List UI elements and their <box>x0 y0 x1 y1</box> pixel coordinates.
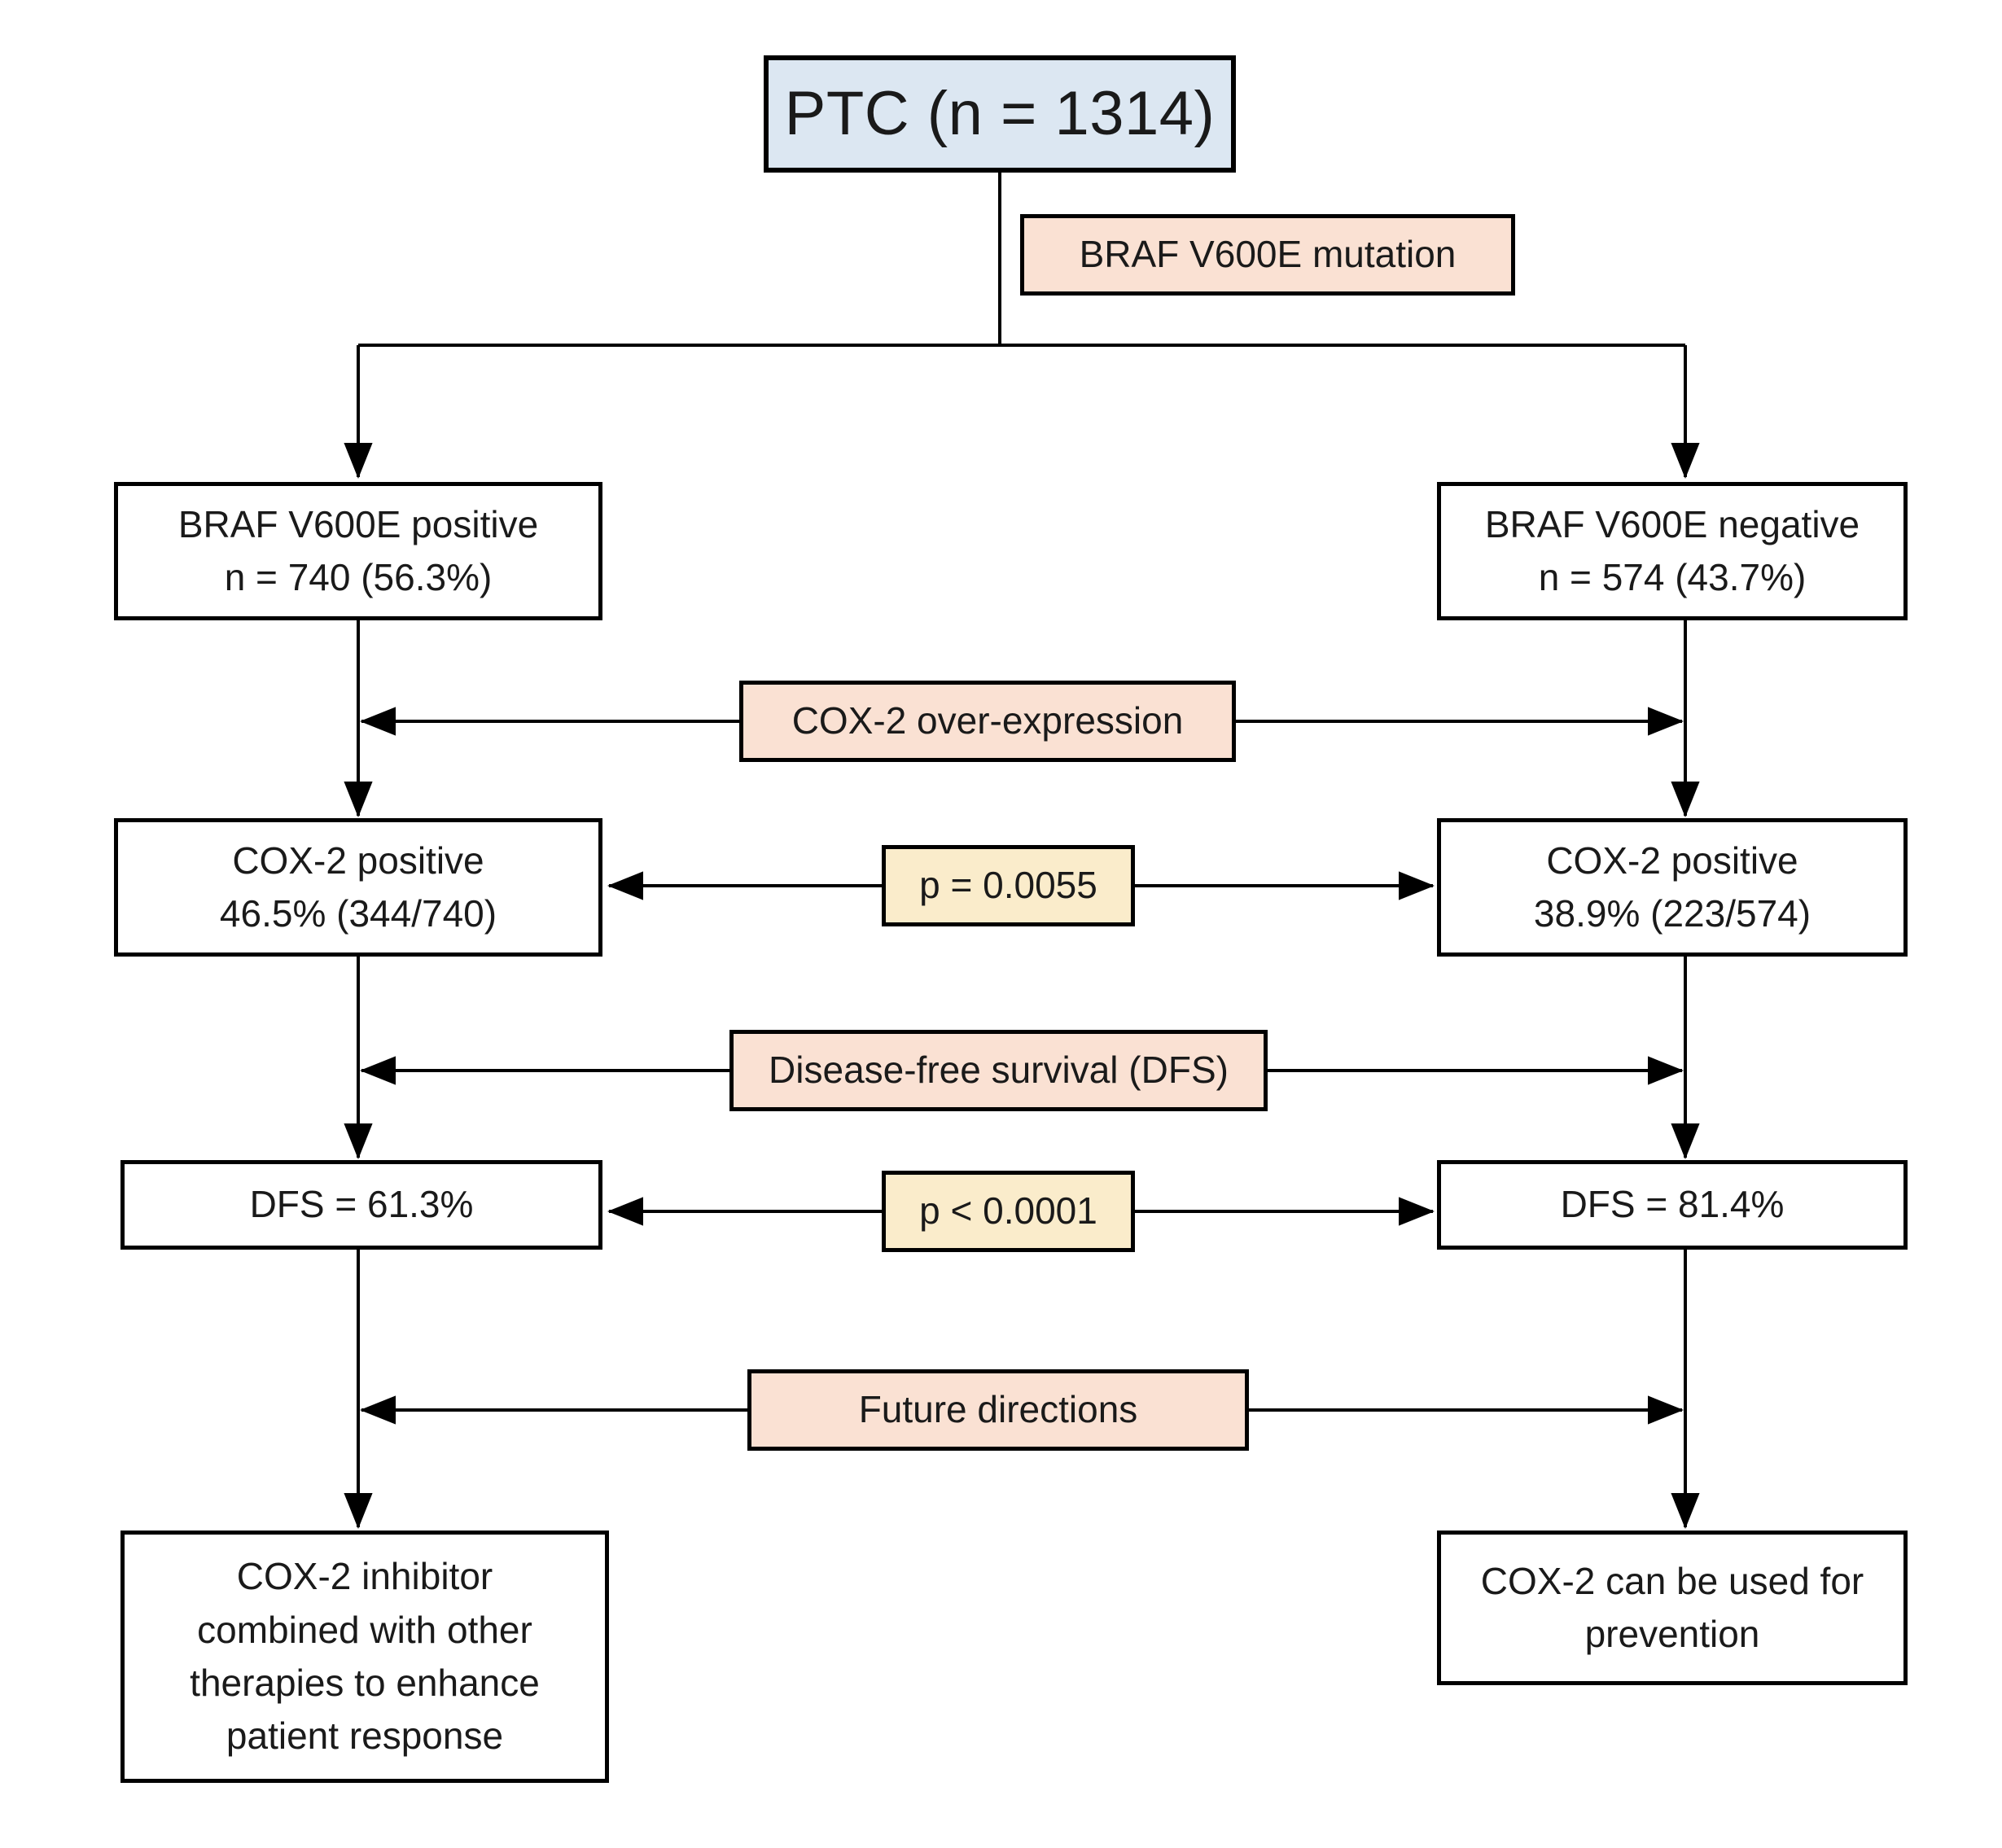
band-braf-mutation[interactable]: BRAF V600E mutation <box>1020 214 1515 296</box>
node-braf-positive[interactable]: BRAF V600E positive n = 740 (56.3%) <box>114 482 602 620</box>
node-braf-negative[interactable]: BRAF V600E negative n = 574 (43.7%) <box>1437 482 1908 620</box>
node-future-left-label: COX-2 inhibitor combined with other ther… <box>190 1555 540 1758</box>
band-braf-mutation-label: BRAF V600E mutation <box>1079 233 1457 276</box>
band-future-directions[interactable]: Future directions <box>747 1369 1249 1451</box>
node-cox2-positive-right[interactable]: COX-2 positive 38.9% (223/574) <box>1437 818 1908 957</box>
node-future-right[interactable]: COX-2 can be used for prevention <box>1437 1531 1908 1685</box>
node-braf-positive-label: BRAF V600E positive n = 740 (56.3%) <box>177 502 539 598</box>
band-dfs-label: Disease-free survival (DFS) <box>769 1049 1229 1092</box>
band-cox2-overexpression-label: COX-2 over-expression <box>791 699 1184 742</box>
node-braf-negative-label: BRAF V600E negative n = 574 (43.7%) <box>1484 502 1860 598</box>
node-ptc-root[interactable]: PTC (n = 1314) <box>764 55 1236 173</box>
pvalue-dfs[interactable]: p < 0.0001 <box>882 1171 1135 1252</box>
band-dfs[interactable]: Disease-free survival (DFS) <box>729 1030 1268 1111</box>
node-dfs-right-label: DFS = 81.4% <box>1560 1183 1785 1226</box>
band-cox2-overexpression[interactable]: COX-2 over-expression <box>739 681 1236 762</box>
pvalue-cox2-label: p = 0.0055 <box>919 864 1097 907</box>
node-cox2-positive-left-label: COX-2 positive 46.5% (344/740) <box>219 839 497 935</box>
node-cox2-positive-right-label: COX-2 positive 38.9% (223/574) <box>1533 839 1811 935</box>
node-ptc-root-label: PTC (n = 1314) <box>784 79 1216 149</box>
node-dfs-right[interactable]: DFS = 81.4% <box>1437 1160 1908 1250</box>
node-future-right-label: COX-2 can be used for prevention <box>1480 1559 1864 1655</box>
band-future-directions-label: Future directions <box>858 1388 1138 1431</box>
pvalue-cox2[interactable]: p = 0.0055 <box>882 845 1135 926</box>
node-dfs-left[interactable]: DFS = 61.3% <box>120 1160 602 1250</box>
node-dfs-left-label: DFS = 61.3% <box>249 1183 474 1226</box>
pvalue-dfs-label: p < 0.0001 <box>919 1189 1097 1233</box>
node-future-left[interactable]: COX-2 inhibitor combined with other ther… <box>120 1531 609 1783</box>
node-cox2-positive-left[interactable]: COX-2 positive 46.5% (344/740) <box>114 818 602 957</box>
